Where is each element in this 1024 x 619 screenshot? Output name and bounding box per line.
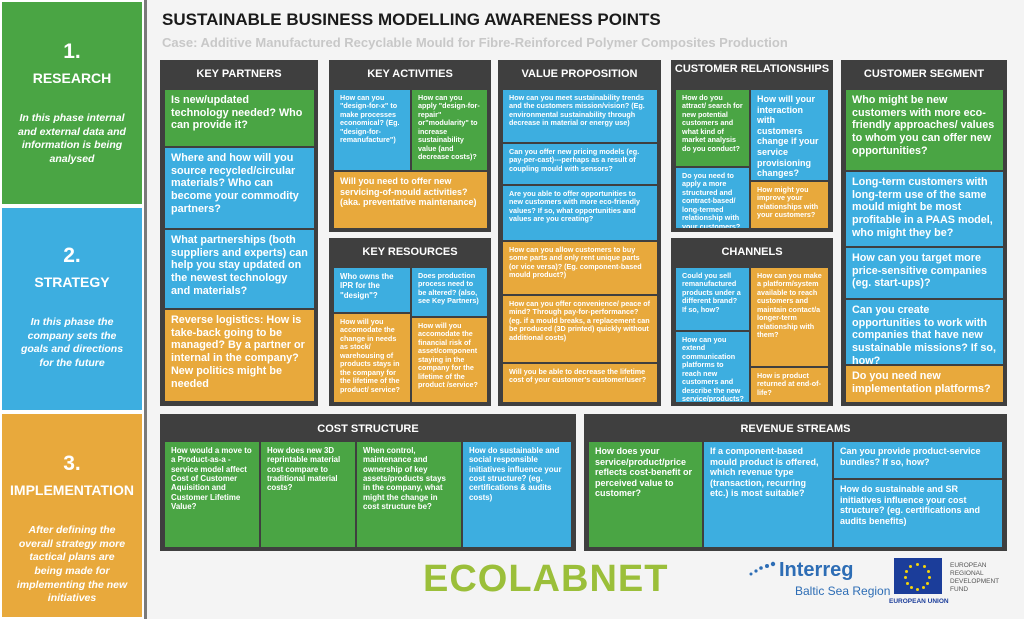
revenue-streams-card: Can you provide product-service bundles?… [834,442,1002,478]
key-resources-card: How will you accomodate the change in ne… [334,314,410,402]
revenue-streams-card: If a component-based mould product is of… [704,442,832,547]
key-resources-card: Does production process need to be alter… [412,268,487,316]
phase-description: In this phase internal and external data… [18,112,126,165]
customer-segment-card: How can you target more price-sensitive … [846,248,1003,298]
key-activities-card: Will you need to offer new servicing-of-… [334,172,487,228]
customer-segment-card: Can you create opportunities to work wit… [846,300,1003,364]
key-resources-card: How will you accomodate the financial ri… [412,318,487,402]
value-proposition-card: Can you offer new pricing models (eg. pa… [503,144,657,184]
customer-relationships-card: How will your interaction with customers… [751,90,828,180]
revenue-streams-block: REVENUE STREAMS How does your service/pr… [584,414,1007,551]
key-activities-card: How can you "design-for-x" to make proce… [334,90,410,170]
key-partners-card: What partnerships (both suppliers and ex… [165,230,314,308]
customer-relationships-card: How might you improve your relationships… [751,182,828,228]
phase-number: 3. [63,452,81,475]
value-proposition-card: How can you allow customers to buy some … [503,242,657,294]
value-proposition-card: Are you able to offer opportunities to n… [503,186,657,240]
ecolabnet-logo: ECOLABNET [423,558,669,600]
phase-name: IMPLEMENTATION [10,482,134,498]
channels-block: CHANNELS Could you sell remanufactured p… [671,238,833,406]
channels-card: How can you extend communication platfor… [676,332,749,402]
interreg-wordmark: Interreg [779,559,854,581]
revenue-streams-card: How does your service/product/price refl… [589,442,702,547]
revenue-streams-header: REVENUE STREAMS [740,423,851,435]
customer-segment-card: Who might be new customers with more eco… [846,90,1003,170]
cost-structure-header: COST STRUCTURE [317,423,419,435]
key-partners-card: Where and how will you source recycled/c… [165,148,314,228]
phase-name: RESEARCH [32,70,112,86]
interreg-mark-icon [749,561,776,576]
customer-segment-card: Do you need new implementation platforms… [846,366,1003,402]
key-resources-block: KEY RESOURCES Who owns the IPR for the "… [329,238,491,406]
key-activities-card: How can you apply "design-for-repair" or… [412,90,487,170]
phase-strategy: 2. STRATEGY In this phase the company se… [0,206,144,412]
customer-segment-card: Long-term customers with long-term use o… [846,172,1003,246]
phase-name: STRATEGY [34,274,110,290]
phase-description: After defining the overall strategy more… [16,524,128,605]
value-proposition-header: VALUE PROPOSITION [521,68,638,80]
customer-relationships-card: Do you need to apply a more structured a… [676,168,749,228]
page-subtitle: Case: Additive Manufactured Recyclable M… [162,35,788,50]
cost-structure-card: How do sustainable and social responsibl… [463,442,571,547]
key-partners-card: Reverse logistics: How is take-back goin… [165,310,314,401]
customer-relationships-block: CUSTOMER RELATIONSHIPS How do you attrac… [671,60,833,232]
value-proposition-card: Will you be able to decrease the lifetim… [503,364,657,402]
key-partners-card: Is new/updated technology needed? Who ca… [165,90,314,146]
cost-structure-card: When control, maintenance and ownership … [357,442,461,547]
eu-flag-icon [894,558,942,594]
value-proposition-block: VALUE PROPOSITION How can you meet susta… [498,60,661,406]
customer-relationships-card: How do you attract/ search for new poten… [676,90,749,166]
phase-number: 2. [63,244,81,267]
erdf-label: EUROPEAN REGIONAL DEVELOPMENT FUND [950,562,1000,594]
value-proposition-card: How can you meet sustainability trends a… [503,90,657,142]
channels-card: How can you make a platform/system avail… [751,268,828,366]
interreg-subtitle: Baltic Sea Region [795,584,891,598]
phase-number: 1. [63,40,81,63]
key-partners-header: KEY PARTNERS [196,68,282,80]
value-proposition-card: How can you offer convenience/ peace of … [503,296,657,362]
cost-structure-block: COST STRUCTURE How would a move to a Pro… [160,414,576,551]
channels-card: Could you sell remanufactured products u… [676,268,749,330]
customer-segment-header: CUSTOMER SEGMENT [863,68,985,80]
phase-implementation: 3. IMPLEMENTATION After defining the ove… [0,412,144,619]
key-resources-card: Who owns the IPR for the "design"? [334,268,410,312]
customer-segment-block: CUSTOMER SEGMENT Who might be new custom… [841,60,1007,406]
phase-research: 1. RESEARCH In this phase internal and e… [0,0,144,206]
key-activities-block: KEY ACTIVITIES How can you "design-for-x… [329,60,491,232]
channels-header: CHANNELS [721,246,783,258]
phase-description: In this phase the company sets the goals… [20,316,124,369]
cost-structure-card: How would a move to a Product-as-a -serv… [165,442,259,547]
key-partners-block: KEY PARTNERS Is new/updated technology n… [160,60,318,406]
cost-structure-card: How does new 3D reprintable material cos… [261,442,355,547]
channels-card: How is product returned at end-of-life? [751,368,828,402]
page-title: SUSTAINABLE BUSINESS MODELLING AWARENESS… [162,10,661,29]
customer-relationships-header: CUSTOMER RELATIONSHIPS [674,63,830,75]
canvas-area: SUSTAINABLE BUSINESS MODELLING AWARENESS… [147,0,1024,619]
revenue-streams-card: How do sustainable and SR initiatives in… [834,480,1002,547]
eu-label: EUROPEAN UNION [889,598,949,605]
key-resources-header: KEY RESOURCES [362,246,458,258]
key-activities-header: KEY ACTIVITIES [367,68,453,80]
